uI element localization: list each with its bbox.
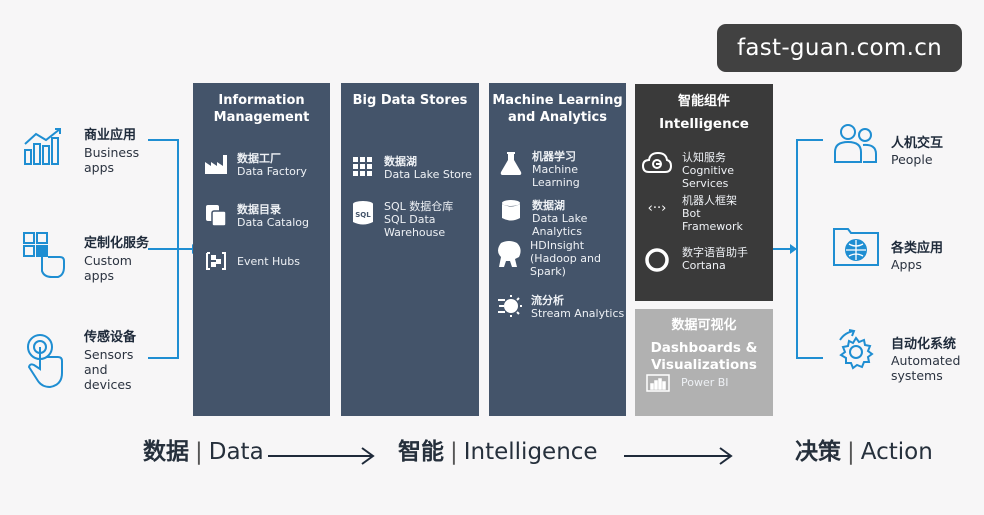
data-lake-analytics-icon: [499, 199, 523, 223]
bot-icon-text: ‹··›: [648, 201, 667, 216]
finger-tap-icon: [22, 333, 66, 389]
cognitive-icon: [642, 151, 672, 175]
item-bot-framework: ‹··› 机器人框架 Bot Framework: [642, 194, 743, 233]
sql-icon: SQL: [351, 200, 375, 225]
panel-dashboards: 数据可视化 Dashboards & Visualizations Power …: [635, 309, 773, 416]
data-lake-store-icon: [351, 155, 375, 179]
output-people: 人机交互 People: [891, 135, 943, 167]
bottom-separator: |: [195, 439, 203, 465]
bottom-separator: |: [450, 439, 458, 465]
stream-analytics-icon: [497, 294, 523, 318]
bottom-zh: 智能: [398, 439, 444, 465]
input-label-zh: 商业应用: [84, 128, 137, 143]
power-bi-icon: [646, 373, 670, 397]
hdinsight-icon: [495, 239, 523, 267]
input-label-zh: 定制化服务: [84, 236, 150, 251]
input-business-apps: 商业应用 Business apps: [84, 128, 139, 175]
bottom-en: Action: [860, 439, 933, 465]
bar-chart-icon: [22, 126, 66, 170]
event-hubs-icon: [204, 249, 228, 273]
item-label-zh: 数据湖: [384, 155, 417, 168]
panel-title-zh: 智能组件: [677, 94, 730, 109]
item-sql-data-warehouse: SQL SQL 数据仓库 SQL Data Warehouse: [351, 200, 453, 239]
item-label-en: HDInsight (Hadoop and Spark): [530, 239, 601, 278]
panel-title: Information Management: [213, 93, 310, 125]
bottom-en: Data: [208, 439, 264, 465]
output-label-zh: 人机交互: [891, 136, 944, 151]
gear-cycle-icon: [832, 328, 880, 372]
cortana-icon: [643, 246, 671, 272]
item-label-en: Data Factory: [237, 165, 307, 178]
factory-icon: [204, 152, 228, 176]
panel-title-zh: 数据可视化: [671, 318, 737, 333]
panel-title-en: Dashboards & Visualizations: [650, 340, 758, 373]
output-automated-systems: 自动化系统 Automated systems: [891, 336, 960, 383]
watermark: fast-guan.com.cn: [717, 24, 962, 72]
output-label-zh: 各类应用: [891, 241, 944, 256]
output-label-en: Apps: [891, 257, 922, 272]
item-label-en: 认知服务 Cognitive Services: [682, 151, 735, 190]
input-custom-apps: 定制化服务 Custom apps: [84, 236, 149, 283]
bot-icon: ‹··›: [642, 194, 672, 218]
panel-title-en: Intelligence: [659, 116, 749, 132]
output-label-en: Automated systems: [891, 353, 961, 383]
item-label-en: Data Catalog: [237, 216, 310, 229]
output-label-en: People: [891, 152, 933, 167]
item-event-hubs: Event Hubs: [204, 249, 300, 273]
panel-title: Big Data Stores: [352, 93, 468, 108]
item-cortana: 数字语音助手 Cortana: [643, 246, 748, 272]
input-sensors: 传感设备 Sensors and devices: [84, 330, 136, 392]
item-label-zh: 机器学习: [532, 150, 576, 163]
input-label-en: Sensors and devices: [84, 347, 134, 392]
touch-grid-icon: [22, 231, 66, 278]
bottom-zh: 数据: [143, 439, 189, 465]
item-label-zh: 数据湖: [532, 199, 565, 212]
item-power-bi: Power BI: [646, 373, 729, 397]
input-label-en: Business apps: [84, 145, 140, 175]
item-label-en: Power BI: [681, 376, 729, 389]
bottom-en: Intelligence: [463, 439, 598, 465]
catalog-icon: [204, 203, 228, 227]
item-label-zh: 数据目录: [237, 203, 281, 216]
panel-title: Machine Learning and Analytics: [492, 93, 623, 125]
bottom-separator: |: [847, 439, 855, 465]
bottom-label-action: 决策|Action: [795, 437, 933, 467]
flask-icon: [499, 150, 523, 175]
item-label-en: Data Lake Store: [384, 168, 472, 181]
bottom-zh: 决策: [795, 439, 841, 465]
item-label-en: SQL 数据仓库 SQL Data Warehouse: [384, 200, 454, 239]
item-label-en: 数字语音助手 Cortana: [682, 246, 748, 272]
output-label-zh: 自动化系统: [891, 337, 957, 352]
globe-window-icon: [832, 227, 880, 271]
item-label-en: Event Hubs: [237, 255, 300, 268]
bottom-label-data: 数据|Data: [143, 437, 264, 467]
panel-intelligence: 智能组件 Intelligence 认知服务 Cognitive Service…: [635, 84, 773, 301]
item-label-en: Machine Learning: [532, 163, 580, 189]
people-icon: [832, 122, 880, 166]
bottom-label-intelligence: 智能|Intelligence: [398, 437, 598, 467]
sql-icon-text: SQL: [355, 211, 371, 219]
output-apps: 各类应用 Apps: [891, 240, 943, 272]
item-label-zh: 数据工厂: [237, 152, 281, 165]
item-label-en: Data Lake Analytics: [532, 212, 588, 238]
item-cognitive-services: 认知服务 Cognitive Services: [642, 151, 734, 190]
input-label-zh: 传感设备: [84, 330, 137, 345]
item-label-en: 机器人框架 Bot Framework: [682, 194, 743, 233]
item-label-zh: 流分析: [531, 294, 564, 307]
input-label-en: Custom apps: [84, 253, 132, 283]
item-label-en: Stream Analytics: [531, 307, 625, 320]
item-hdinsight: HDInsight (Hadoop and Spark): [495, 239, 601, 278]
